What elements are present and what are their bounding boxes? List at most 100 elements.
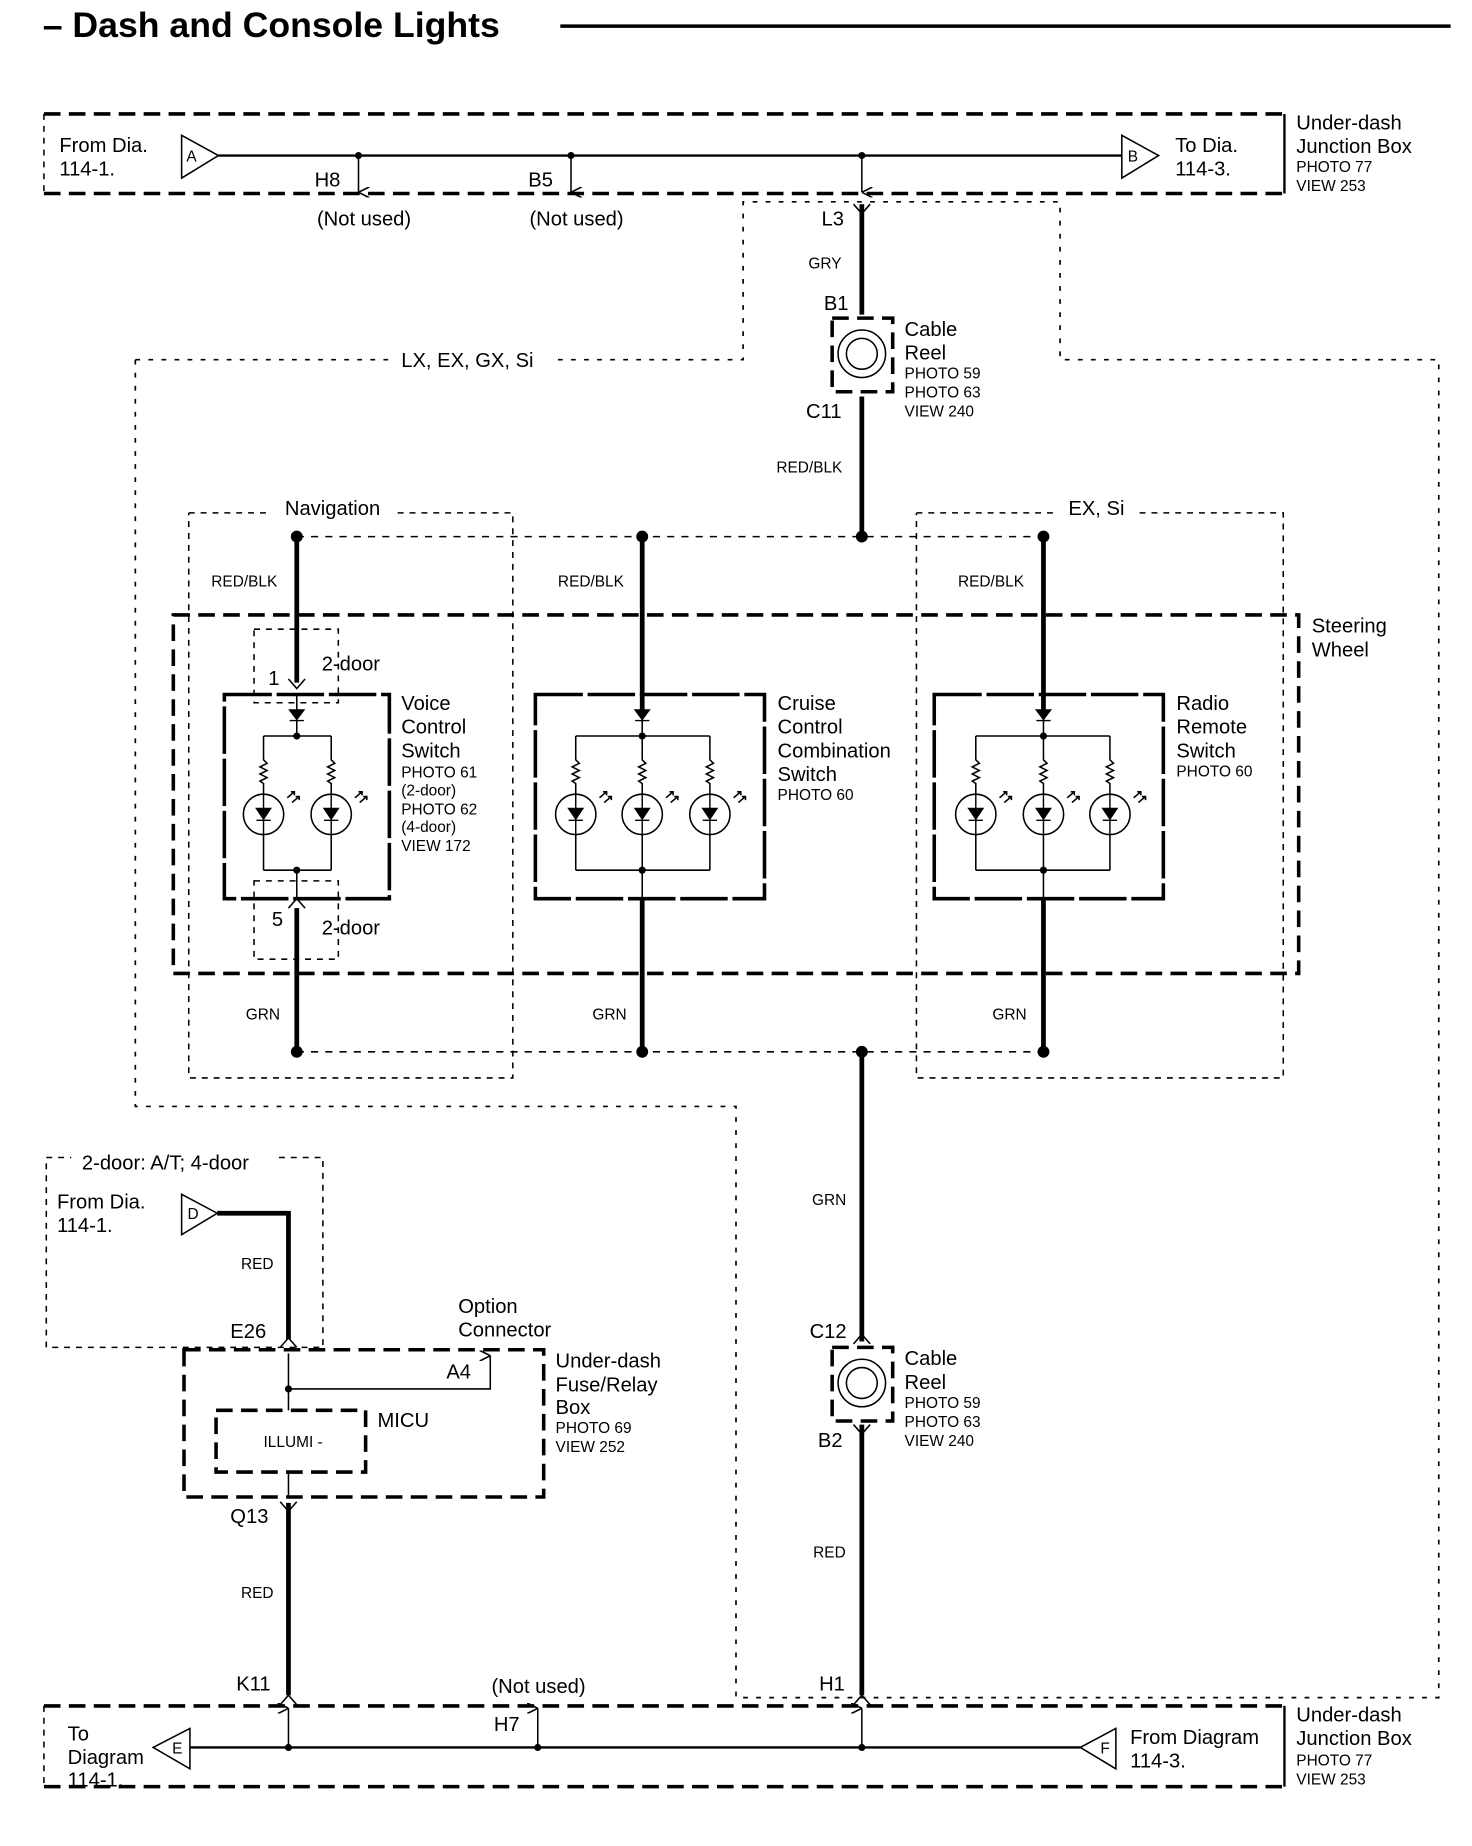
not-used-label: (Not used) — [529, 209, 623, 231]
led-icon — [322, 794, 340, 835]
fuse-box-ref: PHOTO 69 — [556, 1420, 632, 1437]
from-ref: 114-3. — [1130, 1751, 1186, 1773]
terminal-b5: B5 — [528, 169, 553, 191]
pin-1: 1 — [268, 668, 279, 690]
wire-color: RED — [241, 1585, 274, 1602]
variant-region-lx-ex-gx-si — [134, 200, 1440, 1699]
resistor-icon — [970, 736, 982, 871]
pin-5: 5 — [272, 909, 283, 931]
two-door-connector-box — [253, 880, 340, 960]
steering-wheel-box — [171, 613, 1301, 976]
wire-color: GRN — [992, 1007, 1026, 1024]
lower-cable-reel: GRN C12 Cable Reel PHOTO 59 PHOTO 63 VIE… — [810, 1192, 981, 1696]
terminal-h1: H1 — [819, 1673, 845, 1695]
to-label: To — [68, 1723, 89, 1745]
terminal-a4: A4 — [446, 1361, 471, 1383]
terminal-b1: B1 — [824, 293, 849, 315]
junction-ref: VIEW 253 — [1296, 1771, 1365, 1788]
connector-a-label: A — [186, 148, 197, 165]
diode-icon — [633, 709, 651, 722]
light-rays-icon — [665, 791, 679, 804]
junction-dot — [293, 866, 301, 874]
steering-wheel-label: Wheel — [1312, 639, 1369, 661]
reel-ref: VIEW 240 — [905, 404, 974, 421]
wire-color: GRY — [808, 255, 841, 272]
connector-a-icon — [180, 134, 220, 180]
junction-ref: VIEW 253 — [1296, 178, 1365, 195]
fuse-relay-section: 2-door: A/T; 4-door From Dia. 114-1. D R… — [45, 1152, 661, 1695]
variant-label: LX, EX, GX, Si — [401, 350, 533, 372]
switch-ref: (2-door) — [401, 782, 456, 799]
led-icon — [967, 794, 985, 835]
reel-ref: PHOTO 63 — [905, 1414, 981, 1431]
reel-name: Reel — [905, 1372, 946, 1394]
led-icon — [567, 794, 585, 835]
variant-label: 2-door: A/T; 4-door — [82, 1152, 249, 1174]
option-connector-label: Connector — [458, 1320, 551, 1342]
ex-si-label: EX, Si — [1068, 498, 1124, 520]
terminal-h8: H8 — [315, 169, 341, 191]
light-rays-icon — [1066, 791, 1080, 804]
wire-color: RED/BLK — [211, 573, 278, 590]
junction-ref: PHOTO 77 — [1296, 1752, 1372, 1769]
terminal-h7: H7 — [494, 1714, 520, 1736]
option-connector-label: Option — [458, 1296, 517, 1318]
wire-color: RED — [813, 1545, 846, 1562]
ex-si-region — [915, 512, 1285, 1079]
reel-name: Cable — [905, 1348, 958, 1370]
upper-cable-reel: L3 GRY B1 Cable Reel PHOTO 59 PHOTO 63 V… — [776, 203, 981, 537]
page-title: – Dash and Console Lights — [43, 5, 500, 45]
bottom-junction-box: To Diagram 114-1. E F From Diagram 114-3… — [43, 1676, 1412, 1792]
fuse-box-name: Box — [556, 1397, 591, 1419]
connector-f-icon — [1078, 1727, 1117, 1771]
from-ref: 114-1. — [57, 1215, 113, 1237]
two-door-label: 2-door — [322, 917, 381, 939]
switch-name: Switch — [1176, 740, 1235, 762]
cruise-control-combination-switch: Cruise Control Combination Switch PHOTO … — [533, 692, 891, 901]
switch-ref: (4-door) — [401, 819, 456, 836]
to-ref: 114-3. — [1175, 159, 1231, 181]
terminal-k11: K11 — [236, 1673, 270, 1695]
light-rays-icon — [733, 791, 747, 804]
resistor-icon — [325, 736, 337, 871]
resistor-icon — [258, 736, 269, 871]
resistor-icon — [704, 736, 716, 871]
switch-name: Switch — [778, 764, 837, 786]
from-label: From Dia. — [59, 135, 148, 157]
wire-color: RED/BLK — [958, 573, 1025, 590]
led-icon — [1101, 794, 1119, 835]
terminal-c11: C11 — [806, 401, 842, 423]
diode-icon — [1034, 709, 1053, 722]
connector-d-icon — [180, 1192, 219, 1236]
light-rays-icon — [999, 791, 1013, 804]
wire-color: RED/BLK — [558, 573, 625, 590]
micu-label: MICU — [377, 1410, 429, 1432]
switch-name: Control — [778, 717, 843, 739]
led-icon — [255, 794, 272, 835]
bus-wire — [263, 735, 332, 899]
terminal-b2: B2 — [818, 1430, 843, 1452]
fuse-box-name: Under-dash — [556, 1351, 661, 1373]
two-door-connector-box — [253, 628, 340, 704]
switch-name: Voice — [401, 693, 450, 715]
wire-color: RED — [241, 1256, 274, 1273]
reel-name: Reel — [905, 343, 946, 365]
switch-ref: PHOTO 61 — [401, 765, 477, 782]
to-ref: 114-1. — [68, 1770, 124, 1792]
switch-name: Remote — [1176, 717, 1247, 739]
from-ref: 114-1. — [59, 159, 115, 181]
switch-name: Radio — [1176, 693, 1229, 715]
fuse-box-ref: VIEW 252 — [556, 1439, 625, 1456]
reel-name: Cable — [905, 319, 958, 341]
radio-remote-switch: Radio Remote Switch PHOTO 60 — [932, 692, 1252, 901]
steering-wheel-label: Steering — [1312, 616, 1387, 638]
junction-name: Junction Box — [1296, 136, 1411, 158]
top-junction-box: From Dia. 114-1. A B To Dia. 114-3. Unde… — [43, 112, 1412, 231]
light-rays-icon — [598, 791, 613, 804]
terminal-e26: E26 — [230, 1321, 266, 1343]
resistor-icon — [1104, 736, 1116, 871]
terminal-l3: L3 — [821, 209, 843, 231]
connector-b-icon — [1121, 134, 1161, 180]
fuse-box-name: Fuse/Relay — [556, 1374, 659, 1396]
